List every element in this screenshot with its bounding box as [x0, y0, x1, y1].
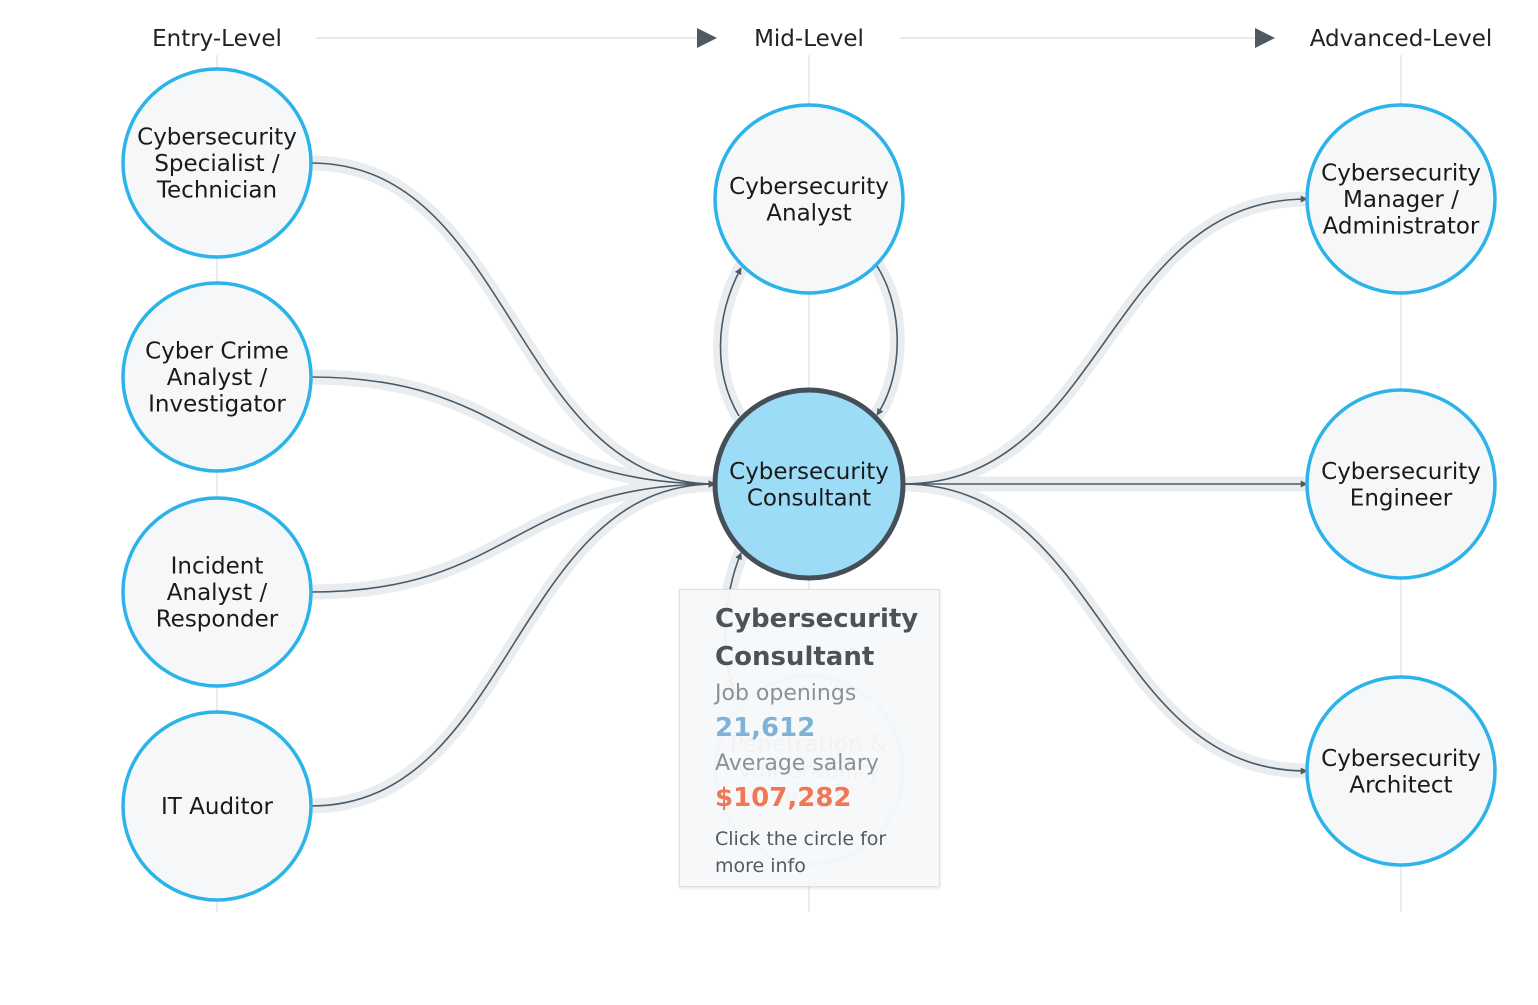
level-header: Entry-Level Mid-Level Advanced-Level	[152, 26, 1492, 52]
job-tooltip: Cybersecurity Consultant Job openings 21…	[679, 589, 940, 887]
node-label-manager-line-1: Cybersecurity	[1321, 161, 1481, 187]
node-circle-analyst[interactable]	[713, 103, 905, 295]
tooltip-openings-label: Job openings	[715, 681, 857, 706]
edge-specialist-to-consultant	[310, 162, 716, 488]
tooltip-openings-value: 21,612	[715, 713, 816, 743]
node-label-specialist-line-1: Cybersecurity	[137, 125, 297, 151]
node-circle-manager[interactable]	[1305, 103, 1497, 295]
node-label-manager-line-2: Manager /	[1343, 187, 1459, 213]
level-label-advanced: Advanced-Level	[1310, 26, 1493, 52]
edge-halo-analyst-to-consultant	[869, 258, 905, 423]
node-label-manager-line-3: Administrator	[1323, 214, 1480, 240]
edge-consultant-to-manager	[902, 195, 1308, 485]
edge-consultant-to-architect	[902, 483, 1308, 775]
tooltip-title: Cybersecurity Consultant	[715, 604, 919, 672]
node-label-incident-line-1: Incident	[171, 554, 264, 580]
node-label-crime-line-3: Investigator	[148, 392, 286, 418]
node-label-crime-line-1: Cyber Crime	[145, 339, 289, 365]
node-auditor[interactable]: IT Auditor	[121, 710, 313, 902]
tooltip-salary-value: $107,282	[715, 783, 852, 813]
edge-auditor-to-consultant	[310, 480, 716, 807]
node-label-specialist-line-2: Specialist /	[154, 151, 280, 177]
tooltip-hint: Click the circle for more info	[715, 828, 887, 877]
node-label-consultant-line-1: Cybersecurity	[729, 459, 889, 485]
node-label-incident-line-3: Responder	[156, 607, 279, 633]
node-label-analyst-line-1: Cybersecurity	[729, 174, 889, 200]
node-circle-architect[interactable]	[1305, 675, 1497, 867]
edge-analyst-to-consultant	[876, 265, 898, 416]
node-label-architect-line-1: Cybersecurity	[1321, 746, 1481, 772]
edge-crime-to-consultant	[310, 376, 716, 488]
node-label-architect-line-2: Architect	[1349, 772, 1452, 798]
edge-incident-to-consultant	[310, 480, 716, 593]
node-label-engineer-line-1: Cybersecurity	[1321, 459, 1481, 485]
node-circle-auditor[interactable]	[121, 710, 313, 902]
node-label-crime-line-2: Analyst /	[167, 365, 268, 391]
node-circle-crime[interactable]	[121, 281, 313, 473]
level-progress-arrow-2	[1255, 28, 1275, 48]
node-circle-incident[interactable]	[121, 496, 313, 688]
node-label-consultant-line-2: Consultant	[747, 485, 871, 511]
edge-line-layer	[310, 162, 1308, 807]
edge-consultant-to-analyst	[719, 267, 742, 417]
level-progress-arrow-1	[697, 28, 717, 48]
level-label-entry: Entry-Level	[152, 26, 282, 52]
node-label-auditor-line-1: IT Auditor	[161, 794, 274, 820]
node-circle-consultant[interactable]	[712, 387, 906, 581]
node-label-engineer-line-2: Engineer	[1350, 485, 1453, 511]
tooltip-salary-label: Average salary	[715, 751, 879, 776]
node-label-analyst-line-2: Analyst	[766, 200, 851, 226]
level-label-mid: Mid-Level	[754, 26, 864, 52]
node-label-specialist-line-3: Technician	[156, 178, 277, 204]
node-circle-specialist[interactable]	[121, 67, 313, 259]
node-label-incident-line-2: Analyst /	[167, 580, 268, 606]
node-circle-engineer[interactable]	[1305, 388, 1497, 580]
